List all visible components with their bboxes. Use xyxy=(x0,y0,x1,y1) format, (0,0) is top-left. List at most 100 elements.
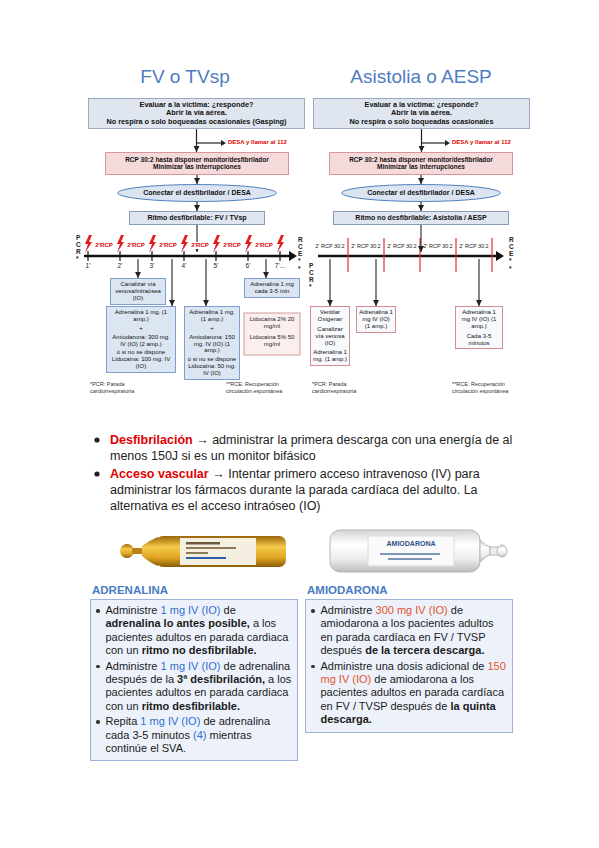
node-text: ó si no se dispone Lidocaína: 100 mg. IV… xyxy=(109,349,173,370)
drug-panel: Administre 1 mg IV (IO) de adrenalina lo… xyxy=(90,599,298,761)
text-run: pacientes xyxy=(106,686,153,698)
text-run xyxy=(162,673,165,685)
text-run xyxy=(457,673,460,685)
text-run xyxy=(350,700,353,712)
timeline-shockable xyxy=(84,235,297,261)
node-text: Abrir la vía aérea. xyxy=(318,109,525,117)
text-run xyxy=(378,644,381,656)
text-run: adultos xyxy=(156,686,191,698)
text-run xyxy=(159,742,162,754)
text-run xyxy=(178,715,181,727)
drug-box: Adrenalina 1 mg. (1 amp.)+Amiodarona: 30… xyxy=(106,306,176,373)
text-run xyxy=(206,631,209,643)
cycle-label: 2'RCP xyxy=(222,242,242,249)
text-run xyxy=(415,631,418,643)
text-run: los xyxy=(262,617,276,629)
text-run: 3ª xyxy=(177,673,187,685)
text-run xyxy=(206,686,209,698)
text-run: parada xyxy=(336,631,370,643)
cycle-label: 2' RCP 30:2 xyxy=(422,243,454,250)
drug-note: Lidocaína 2% 20 mg/ml xyxy=(246,316,298,330)
node-text: Ritmo desfibrilable: FV / TVsp xyxy=(134,214,260,222)
cycle-label: 2'RCP xyxy=(190,242,210,249)
node-text: Amiodarona: 300 mg. IV (IO) (2 amp.) xyxy=(109,334,173,348)
text-run: amiodarona xyxy=(321,617,379,629)
text-run xyxy=(431,631,434,643)
node-text: Adrenalina 1 mg IV (IO) (1 amp.) xyxy=(458,309,500,330)
node-text: RCP 30:2 hasta disponer monitor/desfibri… xyxy=(334,156,508,163)
text-run xyxy=(161,617,164,629)
text-run: de xyxy=(203,715,215,727)
start-box: Evaluar a la víctima: ¿responde?Abrir la… xyxy=(88,98,305,129)
text-run: mg xyxy=(321,673,336,685)
text-run xyxy=(274,673,277,685)
text-run: adrenalina xyxy=(106,617,161,629)
text-run xyxy=(368,686,371,698)
node-text: Adrenalina 1 mg. (1 amp.) xyxy=(109,309,173,323)
process-box: RCP 30:2 hasta disponer monitor/desfibri… xyxy=(329,152,513,175)
text-run xyxy=(448,673,451,685)
drug-box: Adrenalina 1 mg cada 3-5 min xyxy=(244,278,300,298)
node-text: Minimizar las interrupciones xyxy=(334,163,508,170)
bullet-row: Administre 300 mg IV (IO) de amiodarona … xyxy=(310,604,507,658)
text-run xyxy=(157,604,160,616)
cycle-label: 2'RCP xyxy=(158,242,178,249)
text-run xyxy=(430,644,433,656)
drug-box: Adrenalina 1 mg IV (IO) (1 amp.)Cada 3-5… xyxy=(455,306,503,349)
drug-note: Lidocaína 5% 50 mg/ml xyxy=(246,334,298,348)
bullet-row: Administre 1 mg IV (IO) de adrenalina de… xyxy=(95,660,292,714)
text-run: cardíaca xyxy=(462,686,504,698)
flow-arrow xyxy=(196,129,197,152)
text-run: mientras xyxy=(210,729,252,741)
text-run xyxy=(167,660,170,672)
text-run: en xyxy=(409,686,421,698)
text-run: en xyxy=(321,631,333,643)
text-run: a xyxy=(253,617,259,629)
text-run: Administre xyxy=(106,604,158,616)
text-run: el xyxy=(150,742,159,754)
text-run xyxy=(220,604,223,616)
text-run xyxy=(426,604,429,616)
text-run: un xyxy=(126,644,138,656)
text-run: con xyxy=(106,700,124,712)
node-text: Adrenalina 1 mg IV (IO) (1 amp.) xyxy=(359,309,393,330)
text-run xyxy=(265,673,268,685)
text-run xyxy=(412,604,415,616)
text-run: adultos xyxy=(458,617,493,629)
node-text: + xyxy=(187,325,237,332)
text-run xyxy=(372,604,375,616)
text-run xyxy=(129,729,132,741)
text-run xyxy=(165,715,168,727)
text-run: la xyxy=(450,700,459,712)
bullet-dot xyxy=(311,665,315,669)
text-run: posible, xyxy=(208,617,250,629)
text-run xyxy=(174,673,177,685)
text-run xyxy=(157,660,160,672)
text-run xyxy=(244,631,247,643)
text-run: mg xyxy=(170,604,185,616)
text-run: en xyxy=(194,686,206,698)
text-run xyxy=(448,604,451,616)
text-run xyxy=(185,604,188,616)
bullet-text: Administre 1 mg IV (IO) de adrenalina de… xyxy=(106,660,293,714)
action-box: Canalizar vía venosa/intraósea (IO) xyxy=(110,278,166,305)
text-run: de xyxy=(224,660,236,672)
text-run: IV xyxy=(188,604,198,616)
text-run: desfibrilación, xyxy=(190,673,265,685)
text-run xyxy=(147,742,150,754)
text-run xyxy=(362,644,365,656)
bullet-row: Administre 1 mg IV (IO) de adrenalina lo… xyxy=(95,604,292,658)
text-run xyxy=(185,660,188,672)
text-run: mg xyxy=(150,715,165,727)
call-note: DESA y llamar al 112 xyxy=(228,139,308,146)
flow-arrow xyxy=(196,202,197,211)
text-run: (IO) xyxy=(202,604,221,616)
text-run xyxy=(153,686,156,698)
text-run: en xyxy=(194,631,206,643)
text-run: pacientes xyxy=(408,617,455,629)
node-text: Evaluar a la víctima: ¿responde? xyxy=(318,101,525,109)
text-run xyxy=(198,660,201,672)
text-run xyxy=(371,673,374,685)
node-text: Ritmo no desfibrilable: Asistolia / AESP xyxy=(338,214,504,222)
